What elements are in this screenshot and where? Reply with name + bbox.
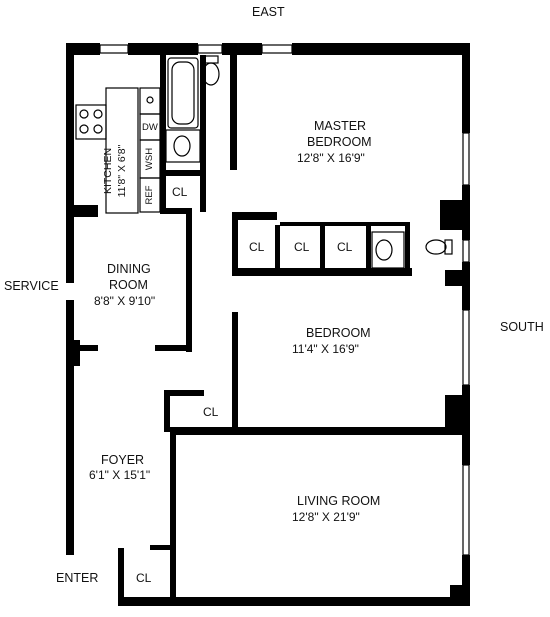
foyer-size: 6'1" X 15'1" — [89, 468, 151, 482]
window-north-1 — [99, 44, 129, 54]
bathtub-inner — [171, 61, 195, 125]
window-east-2 — [462, 239, 470, 263]
wall-closet-divider-2 — [320, 225, 325, 273]
washer-label: WSH — [144, 147, 155, 171]
walls — [66, 43, 470, 606]
closet-label-hall: CL — [172, 185, 188, 199]
wall-west-lower — [66, 300, 74, 555]
wall-foyer-closet-left — [164, 390, 170, 432]
closet-sink-box — [371, 231, 405, 269]
wall-north-1 — [68, 43, 100, 55]
kitchen-sink — [139, 87, 161, 115]
closet-label-entry: CL — [136, 571, 152, 585]
dishwasher-label: DW — [142, 122, 158, 133]
wall-north-4 — [292, 43, 470, 55]
wall-closet-divider-4 — [405, 225, 410, 273]
wall-entry-closet-top — [150, 545, 176, 550]
wall-west-kitchen-jamb — [66, 205, 98, 217]
wall-bath-east — [200, 55, 206, 175]
wall-closet-left — [232, 212, 238, 274]
closet-label-3: CL — [337, 240, 353, 254]
kitchen-size: 11'8" X 6'8" — [116, 144, 128, 198]
refrigerator-box — [139, 177, 161, 213]
bedroom-size: 11'4" X 16'9" — [292, 342, 359, 356]
burner-2 — [93, 109, 103, 119]
entrance-label: ENTER — [56, 571, 99, 585]
closet-label-2: CL — [294, 240, 310, 254]
wall-closet-tops — [280, 222, 410, 226]
wall-entry-closet-left — [118, 548, 124, 606]
stove — [75, 104, 107, 140]
burner-3 — [79, 124, 89, 134]
kitchen-counter — [105, 87, 139, 214]
wall-west-jamb — [66, 340, 80, 366]
burner-1 — [79, 109, 89, 119]
dining-room-name-1: DINING — [107, 262, 151, 276]
wall-south-corner — [450, 585, 470, 606]
wall-north-2 — [128, 43, 198, 55]
bath-fixtures — [165, 55, 453, 269]
wall-living-corner — [445, 395, 465, 433]
wall-dining-east — [186, 212, 192, 352]
living-room-size: 12'8" X 21'9" — [292, 510, 360, 524]
window-east-4 — [462, 464, 470, 556]
window-north-2 — [197, 44, 223, 54]
dining-room-name-2: ROOM — [109, 278, 148, 292]
compass-service: SERVICE — [4, 279, 59, 293]
wall-west-upper — [66, 43, 74, 283]
wall-east-4 — [462, 385, 470, 465]
master-bedroom-size: 12'8" X 16'9" — [297, 151, 365, 165]
closet-label-foyer: CL — [203, 405, 219, 419]
wall-hall-closet-right — [200, 170, 206, 212]
wall-master-west — [230, 55, 237, 170]
wall-east-3 — [462, 262, 470, 310]
wall-master-bath-corner — [440, 200, 470, 230]
wall-east-5 — [462, 555, 470, 605]
wall-south — [170, 597, 470, 606]
closet-sink — [375, 239, 393, 261]
master-bedroom-name-2: BEDROOM — [307, 135, 372, 149]
kitchen-name: KITCHEN — [102, 147, 114, 195]
window-north-3 — [261, 44, 293, 54]
bathtub — [167, 57, 199, 129]
wall-dining-south-right — [155, 345, 192, 351]
wall-east-1 — [462, 43, 470, 133]
vanity — [165, 129, 201, 163]
wall-kitchen-east — [160, 55, 166, 213]
dining-room-size: 8'8" X 9'10" — [94, 294, 156, 308]
bedroom-name: BEDROOM — [306, 326, 371, 340]
wall-closets-top — [232, 212, 277, 220]
kitchen-fixtures — [75, 87, 161, 214]
wall-closet-divider-3 — [366, 225, 371, 273]
wall-entry-closet-right — [170, 545, 176, 606]
wall-closet-divider-1 — [275, 225, 280, 273]
wall-bedroom-west — [232, 312, 238, 432]
compass-east: EAST — [252, 5, 285, 19]
foyer-name: FOYER — [101, 453, 145, 467]
wall-living-top — [170, 427, 468, 435]
wall-south-entry — [118, 597, 170, 606]
wall-bedroom-corner — [445, 270, 465, 286]
master-toilet-tank — [444, 239, 453, 255]
living-room-name: LIVING ROOM — [297, 494, 381, 508]
master-toilet — [425, 239, 447, 255]
bath-sink — [173, 135, 191, 157]
wall-dining-south-left — [68, 345, 98, 351]
window-east-3 — [462, 309, 470, 386]
wall-dining-top — [160, 208, 192, 214]
closet-label-1: CL — [249, 240, 265, 254]
burner-4 — [93, 124, 103, 134]
wall-foyer-closet-top — [164, 390, 204, 396]
sink-drain — [146, 96, 154, 104]
refrigerator-label: REF — [144, 185, 155, 205]
wall-hall-closet — [160, 170, 206, 176]
window-east-1 — [462, 132, 470, 186]
master-bedroom-name-1: MASTER — [314, 119, 367, 133]
compass-south: SOUTH — [500, 320, 544, 334]
wall-living-left — [170, 427, 176, 547]
wall-north-3 — [222, 43, 262, 55]
toilet-tank — [203, 55, 219, 64]
